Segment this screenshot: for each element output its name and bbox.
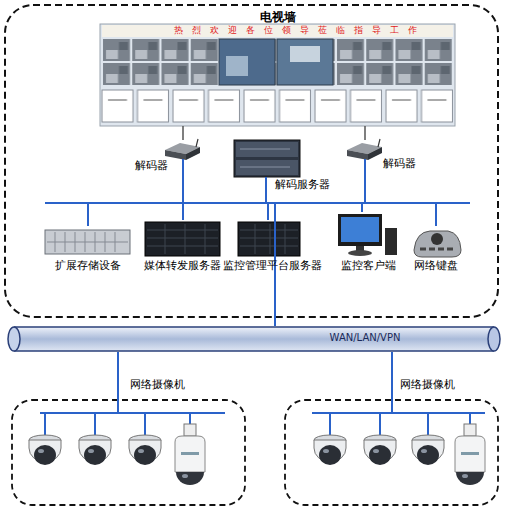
- decoding-server: 解码服务器: [232, 138, 340, 194]
- server-detail: [147, 224, 218, 254]
- monitor-client: 监控客户端: [330, 212, 406, 276]
- rack-unit: [236, 160, 298, 175]
- rack-detail: [240, 149, 290, 150]
- network-link: [182, 126, 184, 140]
- network-keyboard: 网络键盘: [408, 226, 464, 276]
- network-link: [391, 352, 393, 376]
- client-screen: [341, 217, 379, 242]
- node-label: 电视墙: [100, 10, 456, 24]
- monitor-row: [100, 88, 455, 124]
- ptz-camera: [455, 424, 485, 485]
- server-chassis: [238, 222, 300, 256]
- node-label: 媒体转发服务器: [136, 259, 228, 272]
- camera-group: 网络摄像机: [284, 376, 500, 506]
- decoder: 解码器: [135, 140, 205, 175]
- network-pipe: WAN/LAN/VPN: [8, 326, 500, 352]
- node-label: 解码器: [383, 157, 416, 170]
- banner-strip: [102, 25, 453, 37]
- node-label: 解码服务器: [275, 178, 330, 191]
- keyboard-body: [414, 231, 461, 257]
- joystick: [431, 233, 443, 245]
- pipe-end: [488, 327, 500, 351]
- node-label: 监控管理平台服务器: [222, 259, 322, 272]
- center-boundary: [5, 5, 498, 317]
- network-link: [183, 203, 275, 326]
- large-screen: [277, 39, 333, 85]
- ptz-camera: [175, 424, 205, 485]
- wall-frame: [100, 24, 455, 126]
- network-link: [364, 126, 366, 140]
- wire: [265, 177, 267, 194]
- network-link: [275, 203, 436, 326]
- dome-camera: [314, 435, 346, 465]
- decoder-icon: [347, 139, 382, 175]
- server-chassis: [145, 222, 220, 256]
- camera-boundary: [285, 400, 498, 505]
- network-link: [268, 203, 275, 326]
- client-tower: [385, 228, 397, 255]
- network-link: [275, 175, 365, 326]
- dome-camera: [364, 435, 396, 465]
- node-label: 解码器: [135, 159, 168, 172]
- large-screen: [219, 39, 275, 85]
- storage-device: 扩展存储设备: [40, 226, 136, 276]
- dome-camera: [129, 435, 161, 465]
- monitor-base: [348, 250, 372, 256]
- node-label: 网络摄像机: [400, 378, 455, 391]
- server-rack: [234, 140, 300, 177]
- camera-wires: [40, 376, 225, 436]
- network-link: [266, 194, 275, 326]
- node-label: 监控客户端: [330, 259, 406, 272]
- camera-boundary: [12, 400, 245, 505]
- tv-wall: 电视墙热烈欢迎各位领导莅临指导工作: [100, 8, 456, 126]
- network-link: [117, 352, 119, 376]
- pipe-body: [14, 327, 494, 351]
- network-link: [275, 203, 362, 326]
- storage-chassis: [45, 230, 130, 254]
- network-bus: [436, 202, 470, 204]
- rack-unit: [236, 142, 298, 157]
- drive-bays: [47, 232, 128, 252]
- decoder-icon: [165, 139, 200, 175]
- pipe-edge: [14, 326, 494, 328]
- network-link: [183, 175, 275, 326]
- dome-camera: [29, 435, 61, 465]
- client-monitor: [338, 214, 382, 246]
- pipe-edge: [14, 350, 494, 352]
- screen-image: [290, 46, 320, 62]
- network-bus: [45, 202, 88, 204]
- node-label: 扩展存储设备: [40, 259, 136, 272]
- keyboard-keys: [420, 248, 453, 251]
- management-server: 监控管理平台服务器: [222, 220, 322, 276]
- node-label: WAN/LAN/VPN: [320, 332, 410, 344]
- media-server: 媒体转发服务器: [136, 220, 228, 276]
- dome-camera: [412, 435, 444, 465]
- decoder: 解码器: [345, 140, 423, 175]
- dome-camera: [79, 435, 111, 465]
- camera-wires: [312, 376, 485, 436]
- camera-group: 网络摄像机: [12, 376, 246, 506]
- server-detail: [240, 224, 298, 254]
- banner-text: 热烈欢迎各位领导莅临指导工作: [150, 25, 450, 36]
- screen-image: [226, 56, 248, 76]
- node-label: 网络摄像机: [130, 378, 185, 391]
- rack-detail: [240, 167, 290, 168]
- screen-grid: [102, 38, 453, 86]
- node-label: 网络键盘: [408, 259, 464, 272]
- pipe-end: [8, 327, 20, 351]
- network-link: [88, 203, 275, 326]
